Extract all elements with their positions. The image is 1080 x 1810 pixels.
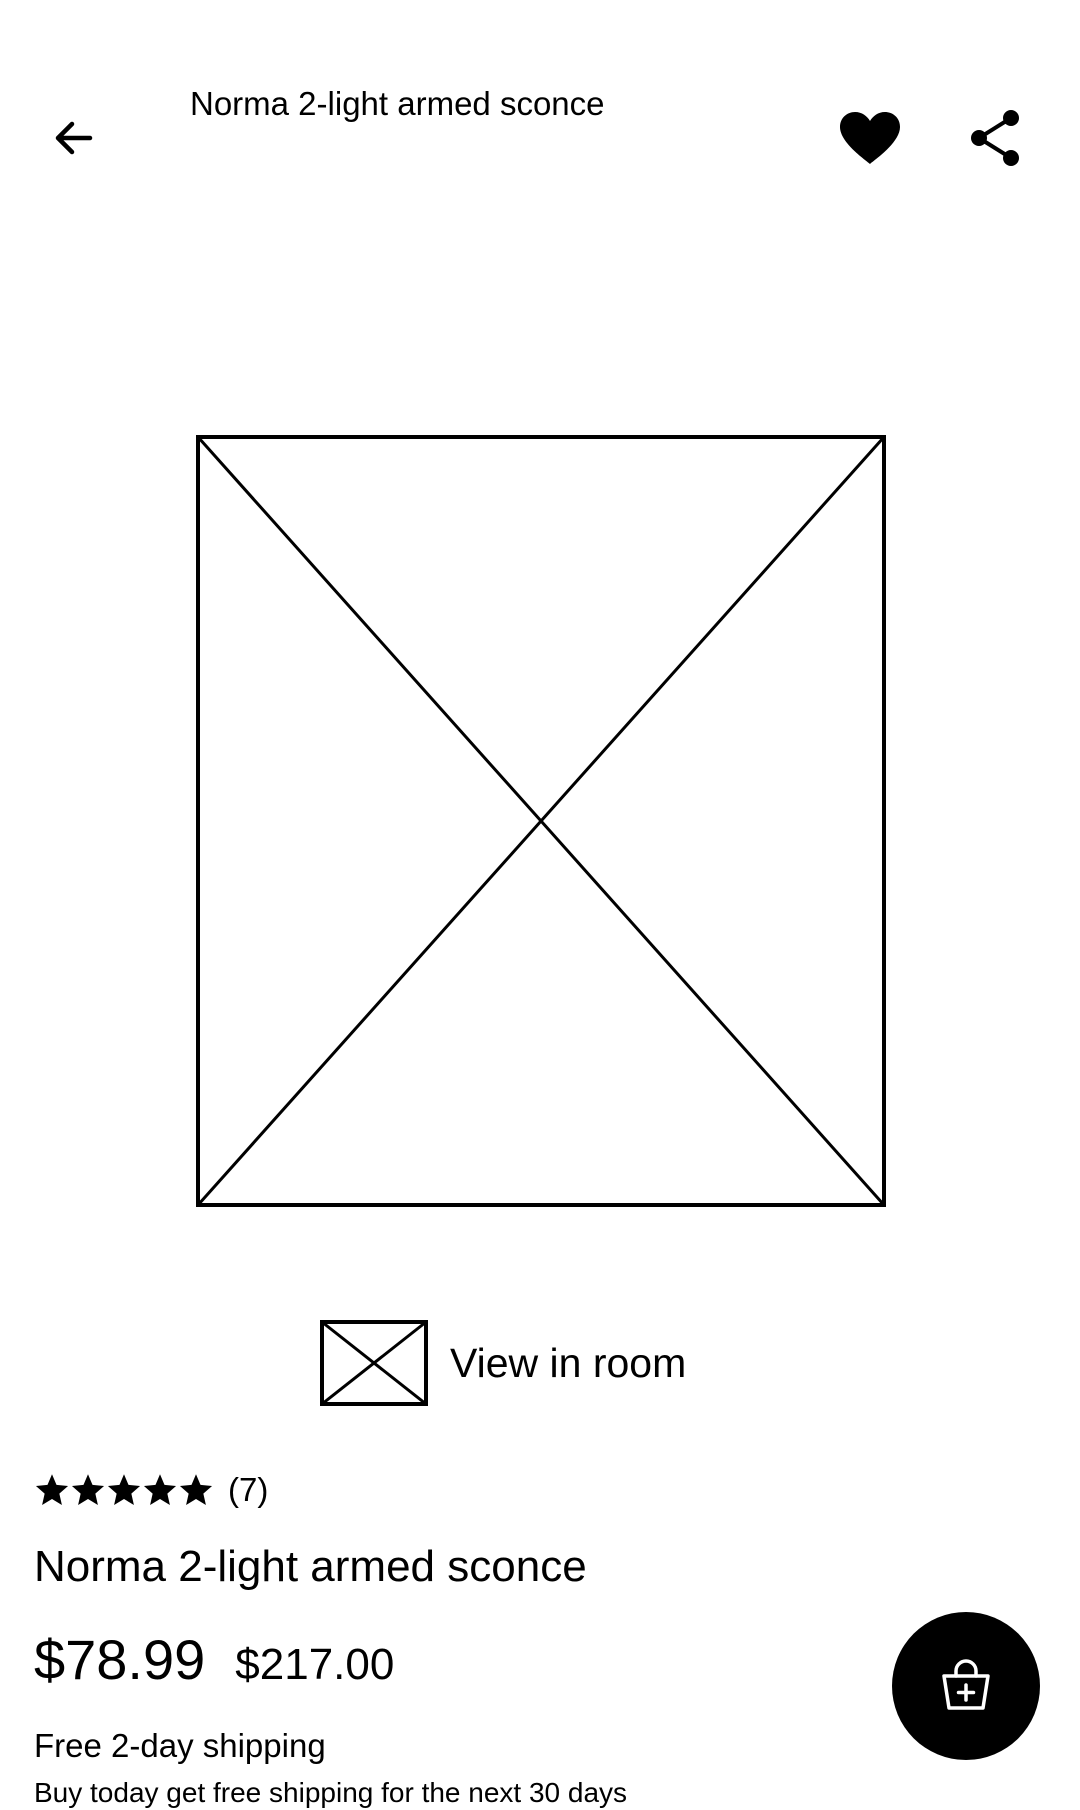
arrow-left-icon (55, 121, 92, 154)
image-placeholder-icon (196, 435, 886, 1207)
shipping-title: Free 2-day shipping (34, 1727, 326, 1764)
add-to-cart-button[interactable] (892, 1612, 1040, 1760)
star-icon (107, 1474, 141, 1505)
star-rating (34, 1472, 214, 1508)
share-button[interactable] (955, 100, 1035, 175)
star-icon (143, 1474, 177, 1505)
view-in-room-icon (320, 1320, 428, 1406)
review-count: (7) (228, 1471, 269, 1508)
star-icon (35, 1474, 69, 1505)
product-image[interactable] (196, 435, 886, 1207)
view-in-room-button[interactable]: View in room (320, 1318, 686, 1408)
sale-price: $78.99 (34, 1628, 206, 1691)
share-icon (971, 109, 1019, 166)
heart-icon (840, 111, 900, 164)
back-button[interactable] (36, 100, 111, 175)
original-price: $217.00 (235, 1640, 395, 1689)
shipping-note: Buy today get free shipping for the next… (34, 1777, 628, 1808)
shopping-bag-add-icon (942, 1659, 990, 1710)
favorite-button[interactable] (830, 100, 910, 175)
header-title: Norma 2-light armed sconce (190, 85, 605, 122)
star-icon (71, 1474, 105, 1505)
rating[interactable]: (7) (34, 1465, 268, 1515)
price-row: $78.99 $217.00 (34, 1628, 394, 1692)
product-name: Norma 2-light armed sconce (34, 1542, 587, 1591)
view-in-room-label: View in room (450, 1340, 687, 1386)
star-icon (179, 1474, 213, 1505)
